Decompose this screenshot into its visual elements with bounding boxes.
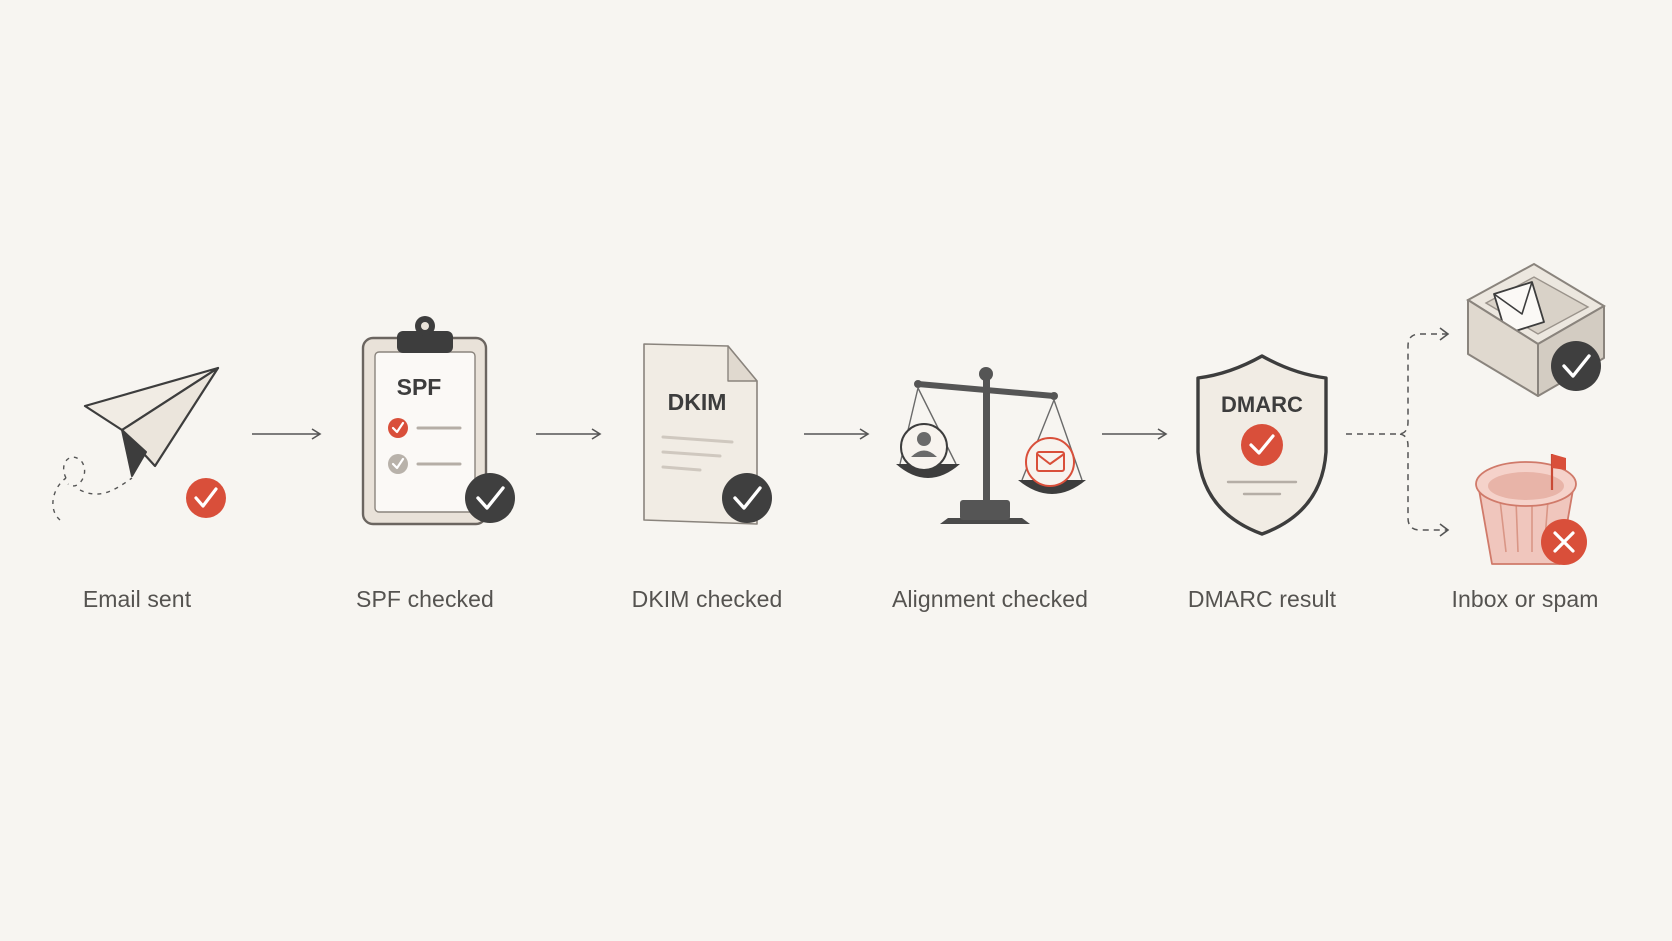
check-badge-icon <box>1241 424 1283 466</box>
clipboard-icon <box>361 316 488 526</box>
step-label-dkim-checked: DKIM checked <box>631 586 783 612</box>
check-badge-icon <box>465 473 515 523</box>
dmarc-badge-text: DMARC <box>1221 392 1303 417</box>
document-icon <box>643 343 758 525</box>
step-label-spf-checked: SPF checked <box>356 586 494 612</box>
branch-connector <box>1346 327 1450 537</box>
paper-plane-icon <box>52 366 220 521</box>
dkim-badge-text: DKIM <box>668 389 727 415</box>
check-badge-icon <box>722 473 772 523</box>
check-badge-icon <box>186 478 226 518</box>
check-badge-icon <box>1551 341 1601 391</box>
step-label-email-sent: Email sent <box>82 586 192 612</box>
balance-scale-icon <box>896 367 1086 524</box>
spf-badge-text: SPF <box>397 374 442 400</box>
step-label-alignment-checked: Alignment checked <box>891 586 1089 612</box>
step-label-dmarc-result: DMARC result <box>1187 586 1337 612</box>
cross-badge-icon <box>1541 519 1587 565</box>
step-label-inbox-or-spam: Inbox or spam <box>1451 586 1599 612</box>
